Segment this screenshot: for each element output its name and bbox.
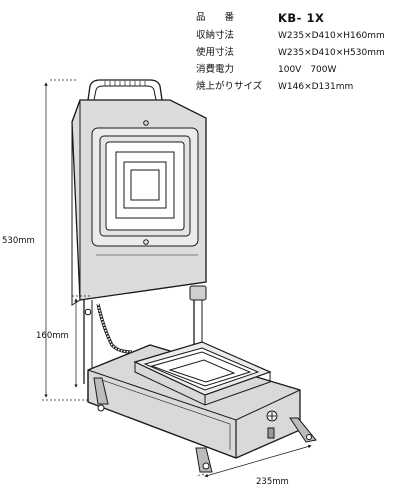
spec-value: KB- 1X bbox=[278, 11, 325, 25]
spec-label: 使用寸法 bbox=[196, 47, 235, 58]
spec-value: W146×D131mm bbox=[278, 82, 354, 92]
bottom-plate bbox=[133, 341, 272, 406]
spec-value: W235×D410×H160mm bbox=[278, 31, 385, 41]
spec-label: 品 番 bbox=[196, 12, 235, 23]
handle bbox=[87, 79, 163, 101]
height-closed-label: 160mm bbox=[36, 331, 69, 341]
dimension-lines bbox=[42, 79, 312, 478]
width-label: 235mm bbox=[256, 477, 289, 487]
height-open-label: 530mm bbox=[2, 236, 35, 246]
spec-label: 焼上がりサイズ bbox=[196, 81, 263, 92]
lid bbox=[71, 99, 207, 306]
spec-label: 収納寸法 bbox=[196, 30, 235, 41]
spec-value: W235×D410×H530mm bbox=[278, 48, 385, 58]
spec-label: 消費電力 bbox=[196, 64, 235, 75]
spec-value: 100V 700W bbox=[278, 65, 337, 75]
power-cable bbox=[96, 303, 133, 354]
